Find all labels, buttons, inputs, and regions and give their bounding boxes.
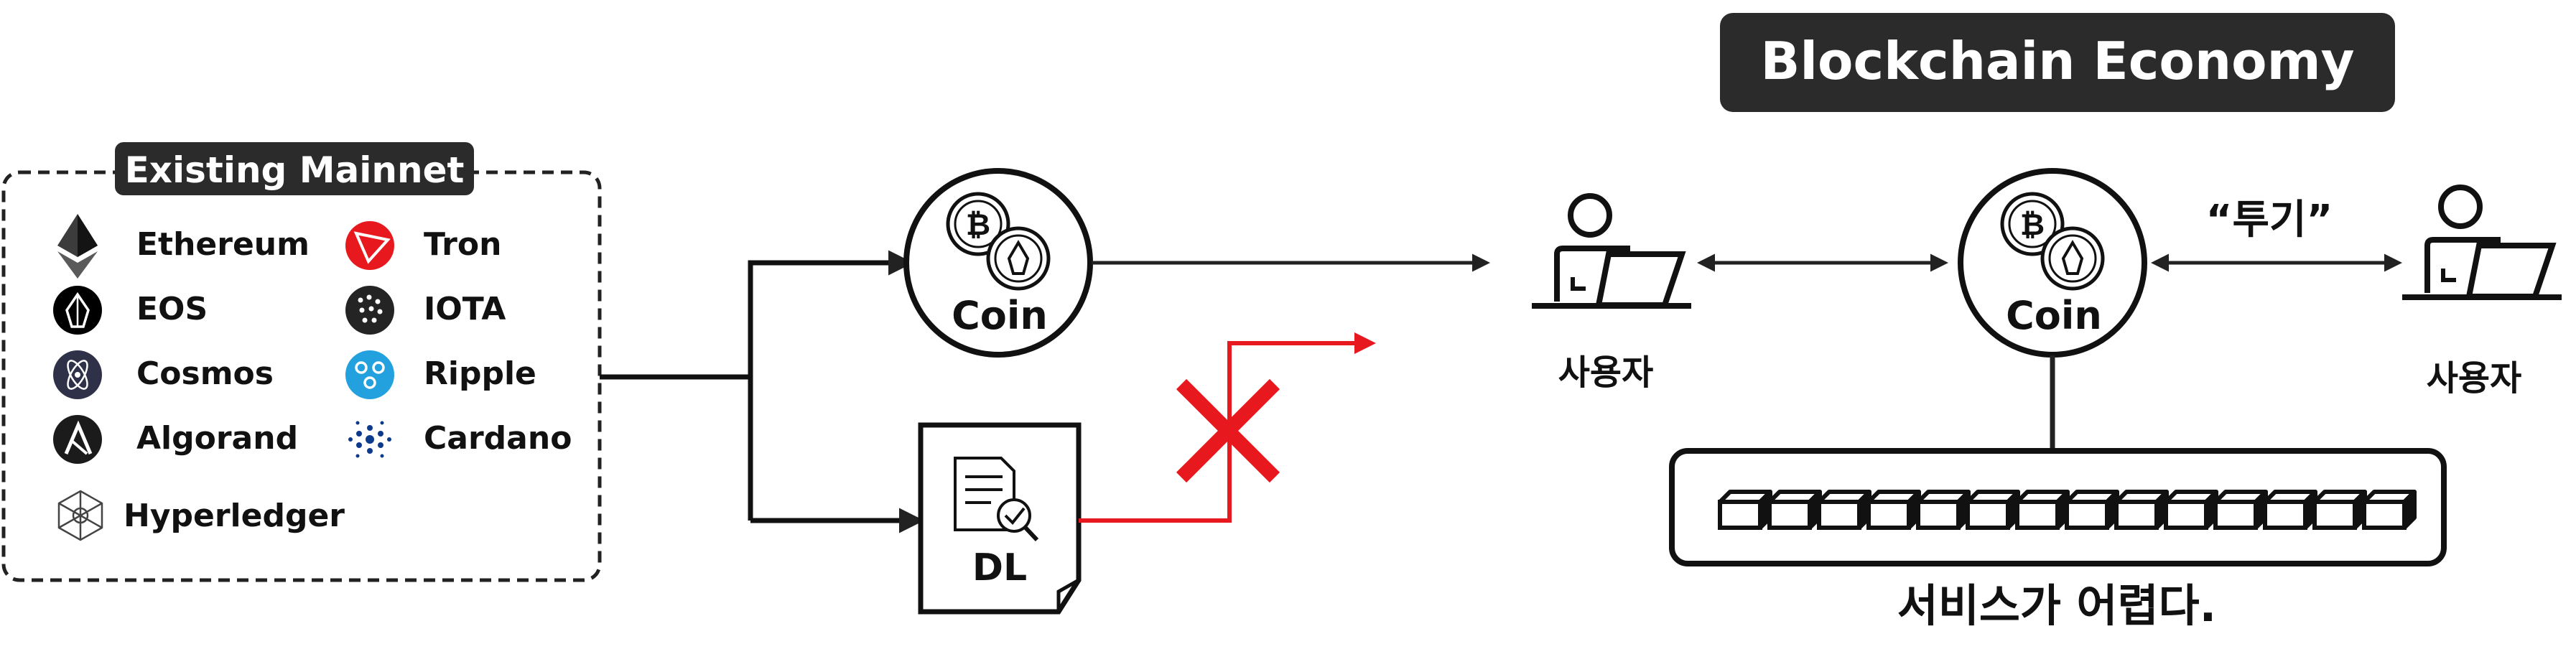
block [2015,490,2070,530]
tron-icon [345,221,394,270]
mainnet-item-cosmos: Cosmos [136,355,274,392]
dl-document: DL [918,422,1082,615]
mainnet-title: Existing Mainnet [125,149,465,191]
block [1718,490,1772,530]
block [2362,490,2417,530]
blockchain-blocks [1718,490,2417,530]
mainnet-title-background [115,142,474,195]
eos-icon [53,286,102,335]
blocked-path [1079,332,1376,523]
mainnet-item-hyperledger: Hyperledger [124,498,345,534]
speculation-label: “투기” [2206,197,2333,243]
ripple-icon [345,350,394,399]
algorand-icon [53,415,102,464]
user-right: 사용자 [2402,185,2562,398]
user-laptop-icon [1532,193,1691,309]
cardano-icon [348,421,391,458]
user-laptop-icon [2402,185,2562,300]
header-title: Blockchain Economy [1760,31,2354,91]
block [1866,490,1921,530]
svg-text:₿: ₿ [966,207,990,242]
cosmos-icon [53,350,102,399]
block [1817,490,1871,530]
dl-label: DL [972,546,1027,589]
hyperledger-icon [57,490,103,541]
coin-right: ₿ Coin [1958,168,2147,358]
blockchain-economy-header: Blockchain Economy [1720,13,2395,112]
blockchain-box [1669,448,2447,566]
mainnet-item-cardano: Cardano [424,420,572,457]
block [1966,490,2020,530]
user-left: 사용자 [1532,193,1691,393]
service-difficulty-label: 서비스가 어렵다. [1897,579,2216,632]
eos-coin-icon [986,226,1051,291]
mainnet-item-eos: EOS [136,291,208,327]
mainnet-item-algorand: Algorand [136,420,298,457]
mainnet-item-ethereum: Ethereum [136,226,310,263]
iota-icon [345,286,394,335]
mainnet-item-ripple: Ripple [424,355,536,392]
block [2263,490,2317,530]
eos-coin-icon [2040,226,2105,291]
user-right-label: 사용자 [2427,358,2521,398]
mainnet-connector [600,250,924,533]
document-check-icon [954,457,1039,542]
block [1767,490,1822,530]
red-x-icon [1176,378,1280,483]
ethereum-icon [57,214,98,279]
block [2312,490,2367,530]
mainnet-item-iota: IOTA [424,291,506,327]
coin-right-label: Coin [2006,293,2102,338]
block [1916,490,1971,530]
block [2065,490,2119,530]
existing-mainnet-box: Existing Mainnet Ethereum Tron EOS [1,142,602,582]
mainnet-item-tron: Tron [424,226,501,263]
block [2213,490,2268,530]
header-background [1720,13,2395,112]
coin-left: ₿ Coin [903,168,1093,358]
bitcoin-icon: ₿ [946,192,1010,256]
coin-left-label: Coin [952,293,1048,338]
block [2164,490,2218,530]
svg-text:₿: ₿ [2020,207,2045,242]
user-left-label: 사용자 [1558,353,1653,393]
block [2114,490,2169,530]
